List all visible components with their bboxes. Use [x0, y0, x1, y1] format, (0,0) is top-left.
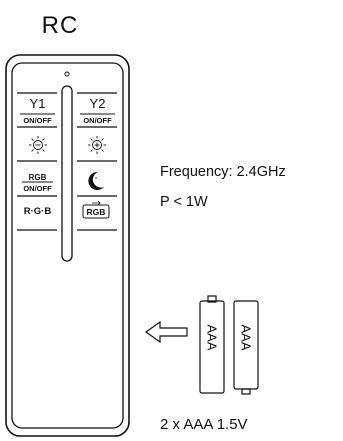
- indicator-led: [64, 71, 70, 77]
- y2-onoff-label: ON/OFF: [83, 116, 112, 125]
- brightness-down-icon: [29, 136, 47, 154]
- y1-button-label: Y1: [29, 96, 46, 111]
- power-spec: P < 1W: [160, 194, 208, 210]
- rgb-cycle-box: [82, 204, 110, 219]
- remote-inner-body: [11, 62, 124, 429]
- center-slot: [61, 85, 73, 262]
- battery-spec: 2 x AAA 1.5V: [160, 416, 248, 433]
- y2-button-label: Y2: [89, 96, 106, 111]
- frequency-spec: Frequency: 2.4GHz: [160, 164, 286, 180]
- cycle-arrow-icon: [92, 200, 101, 206]
- battery-1-label: AAA: [204, 324, 220, 351]
- rgb-cycle-label: RGB: [86, 207, 106, 217]
- y1-onoff-label: ON/OFF: [23, 116, 52, 125]
- brightness-up-icon: [88, 136, 106, 154]
- rgb-channels-label: R·G·B: [23, 206, 52, 217]
- rgb-button-label: RGB: [28, 173, 47, 182]
- rgb-onoff-label: ON/OFF: [23, 184, 52, 193]
- battery-2-icon: [233, 300, 259, 395]
- page-title: RC: [41, 12, 79, 39]
- battery-1-icon: [199, 295, 225, 394]
- insert-arrow-icon: [144, 320, 188, 344]
- remote-outer-body: [5, 54, 130, 437]
- battery-2-label: AAA: [238, 324, 254, 351]
- night-mode-icon: [88, 171, 104, 190]
